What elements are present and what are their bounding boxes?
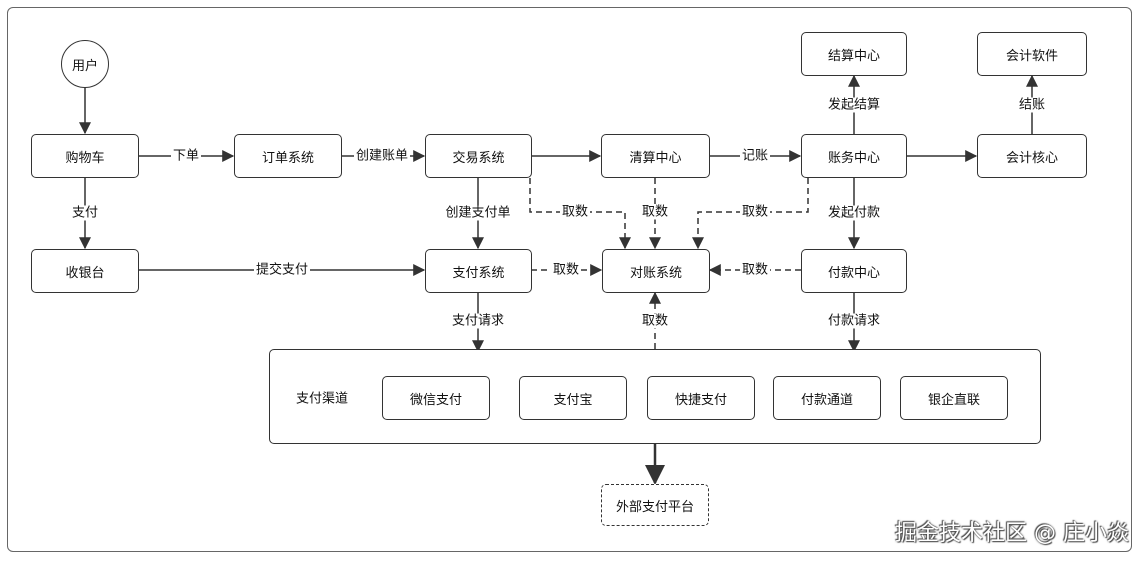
edge-label-place-order: 下单 bbox=[170, 148, 202, 164]
edge-label-create-payment: 创建支付单 bbox=[443, 205, 513, 221]
edge-label-submit-payment: 提交支付 bbox=[253, 262, 311, 278]
payment-channels-title: 支付渠道 bbox=[295, 391, 349, 407]
edge-label-settle-account: 结账 bbox=[1016, 97, 1048, 113]
node-clearing-center: 清算中心 bbox=[601, 134, 710, 178]
edge-label-fetch-payment: 取数 bbox=[550, 262, 582, 278]
channel-wechat-pay: 微信支付 bbox=[382, 376, 490, 420]
edge-label-initiate-payout: 发起付款 bbox=[825, 205, 883, 221]
edge-label-fetch-trade: 取数 bbox=[559, 204, 591, 220]
node-accounting-core: 会计核心 bbox=[977, 134, 1087, 178]
node-cashier: 收银台 bbox=[31, 249, 139, 293]
edge-label-fetch-channel: 取数 bbox=[639, 313, 671, 329]
edge-label-payout-request: 付款请求 bbox=[825, 313, 883, 329]
node-trade-system: 交易系统 bbox=[425, 134, 532, 178]
node-external-platform: 外部支付平台 bbox=[601, 484, 709, 526]
node-order-system: 订单系统 bbox=[234, 134, 342, 178]
edge-accounting-recon bbox=[692, 178, 809, 250]
channel-alipay: 支付宝 bbox=[519, 376, 627, 420]
node-payment-system: 支付系统 bbox=[425, 249, 532, 293]
watermark: 掘金技术社区 @ 庄小焱 bbox=[895, 521, 1129, 546]
node-user: 用户 bbox=[61, 40, 109, 88]
edge-label-pay: 支付 bbox=[69, 205, 101, 221]
channel-quick-pay: 快捷支付 bbox=[647, 376, 755, 420]
edge-label-initiate-settlement: 发起结算 bbox=[825, 97, 883, 113]
node-settlement-center: 结算中心 bbox=[801, 32, 907, 76]
edge-label-record: 记账 bbox=[739, 148, 771, 164]
node-reconciliation-system: 对账系统 bbox=[602, 249, 710, 293]
edge-label-fetch-accounting: 取数 bbox=[739, 204, 771, 220]
diagram-frame bbox=[7, 7, 1132, 552]
edge-label-fetch-payout: 取数 bbox=[739, 262, 771, 278]
edge-label-fetch-clearing: 取数 bbox=[639, 204, 671, 220]
node-accounting-center: 账务中心 bbox=[801, 134, 907, 178]
node-cart: 购物车 bbox=[31, 134, 139, 178]
channel-payout-channel: 付款通道 bbox=[773, 376, 881, 420]
node-accounting-software: 会计软件 bbox=[977, 32, 1087, 76]
edge-label-payment-request: 支付请求 bbox=[449, 313, 507, 329]
edge-label-create-bill: 创建账单 bbox=[353, 148, 411, 164]
node-payout-center: 付款中心 bbox=[801, 249, 907, 293]
channel-bank-enterprise: 银企直联 bbox=[900, 376, 1008, 420]
